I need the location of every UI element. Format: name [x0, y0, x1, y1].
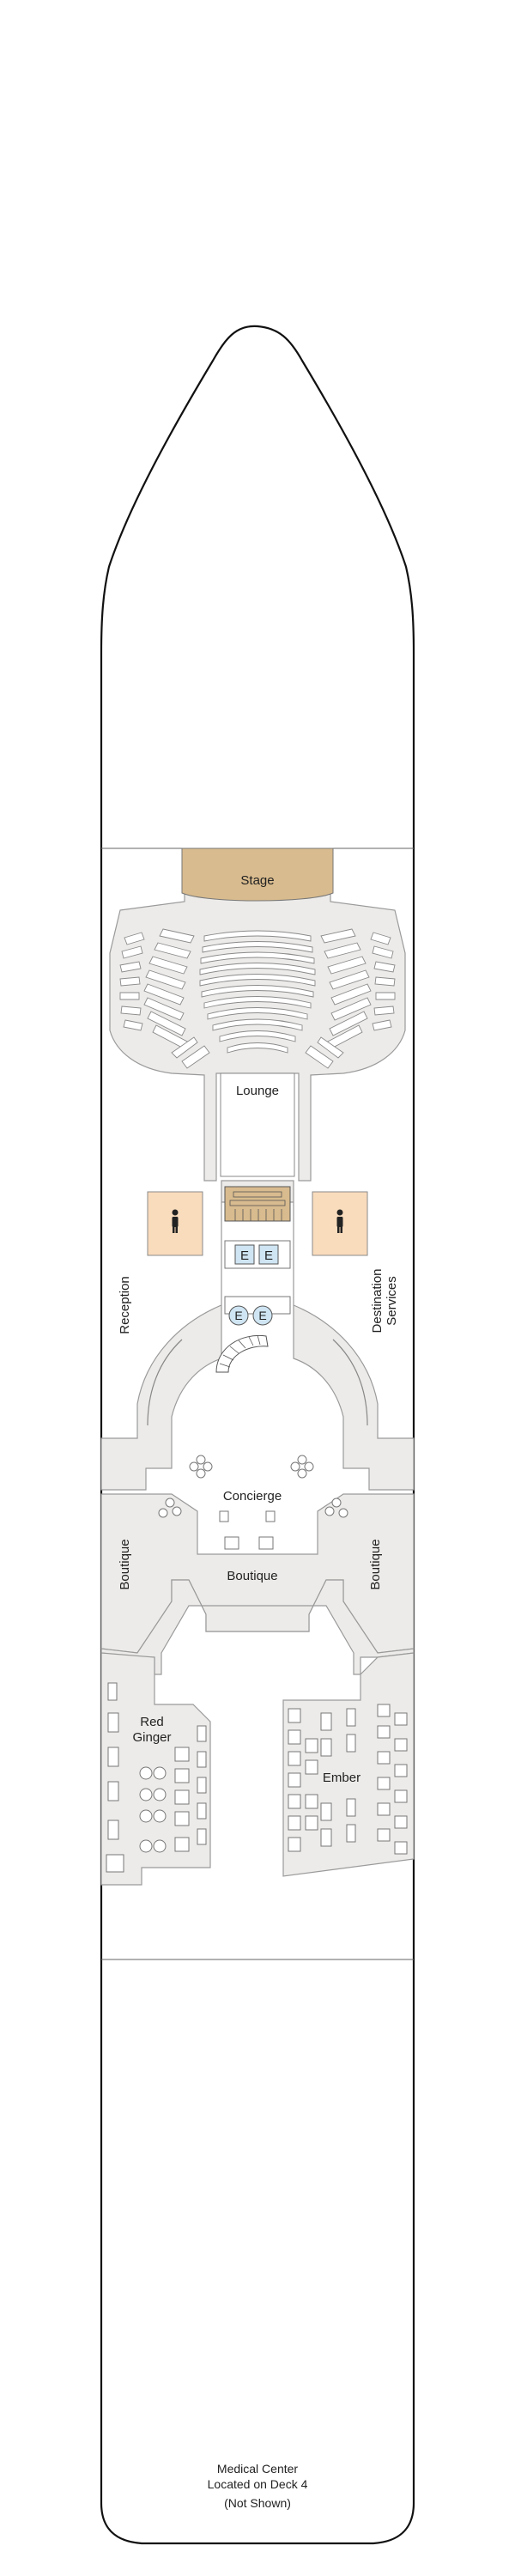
glass-elevators [224, 1296, 291, 1326]
restroom-left-person-icon [172, 1209, 179, 1233]
elevator-1 [234, 1244, 255, 1265]
medical-center-note-line1: Medical Center [217, 2462, 298, 2476]
lounge-seating [119, 928, 396, 1069]
spiral-staircase [215, 1334, 269, 1373]
boutique-left-label: Boutique [118, 1539, 132, 1589]
reception-label: Reception [118, 1276, 132, 1334]
elevator-3-label: E [234, 1309, 242, 1322]
boutique-center-label: Boutique [227, 1569, 277, 1583]
concierge-seating-left [189, 1455, 213, 1479]
boutique-fixtures-left [158, 1498, 182, 1518]
atrium-arc-left [147, 1339, 183, 1426]
boutique-fixtures-right [324, 1498, 348, 1518]
destination-services-label-line2: Services [385, 1276, 399, 1326]
elevator-1-label: E [240, 1249, 249, 1263]
elevator-bank-upper [224, 1240, 291, 1269]
elevator-4-label: E [258, 1309, 266, 1322]
elevator-2 [258, 1244, 279, 1265]
stage [181, 848, 334, 902]
ember-label: Ember [323, 1771, 360, 1785]
ember-tables [288, 1704, 408, 1855]
lounge-center-void [220, 1072, 295, 1177]
concierge-desk-chairs [219, 1510, 276, 1550]
red-ginger-label-line1: Red [140, 1715, 164, 1729]
destination-services-label-line1: Destination [370, 1268, 385, 1333]
concierge-label: Concierge [223, 1489, 282, 1504]
medical-center-note-line3: (Not Shown) [224, 2496, 291, 2510]
red-ginger-label-line2: Ginger [132, 1730, 171, 1745]
red-ginger-tables [106, 1682, 207, 1873]
ship-hull [100, 325, 415, 2545]
concierge-seating-right [290, 1455, 314, 1479]
boutique-right-label: Boutique [368, 1539, 383, 1589]
lounge-label: Lounge [236, 1084, 279, 1098]
staircase [224, 1186, 291, 1222]
atrium-arc-right [332, 1339, 368, 1426]
stage-label: Stage [240, 873, 274, 888]
elevator-2-label: E [264, 1249, 273, 1263]
medical-center-note-line2: Located on Deck 4 [208, 2477, 308, 2491]
restroom-right-person-icon [336, 1209, 343, 1233]
atrium-floor [100, 1180, 415, 1491]
